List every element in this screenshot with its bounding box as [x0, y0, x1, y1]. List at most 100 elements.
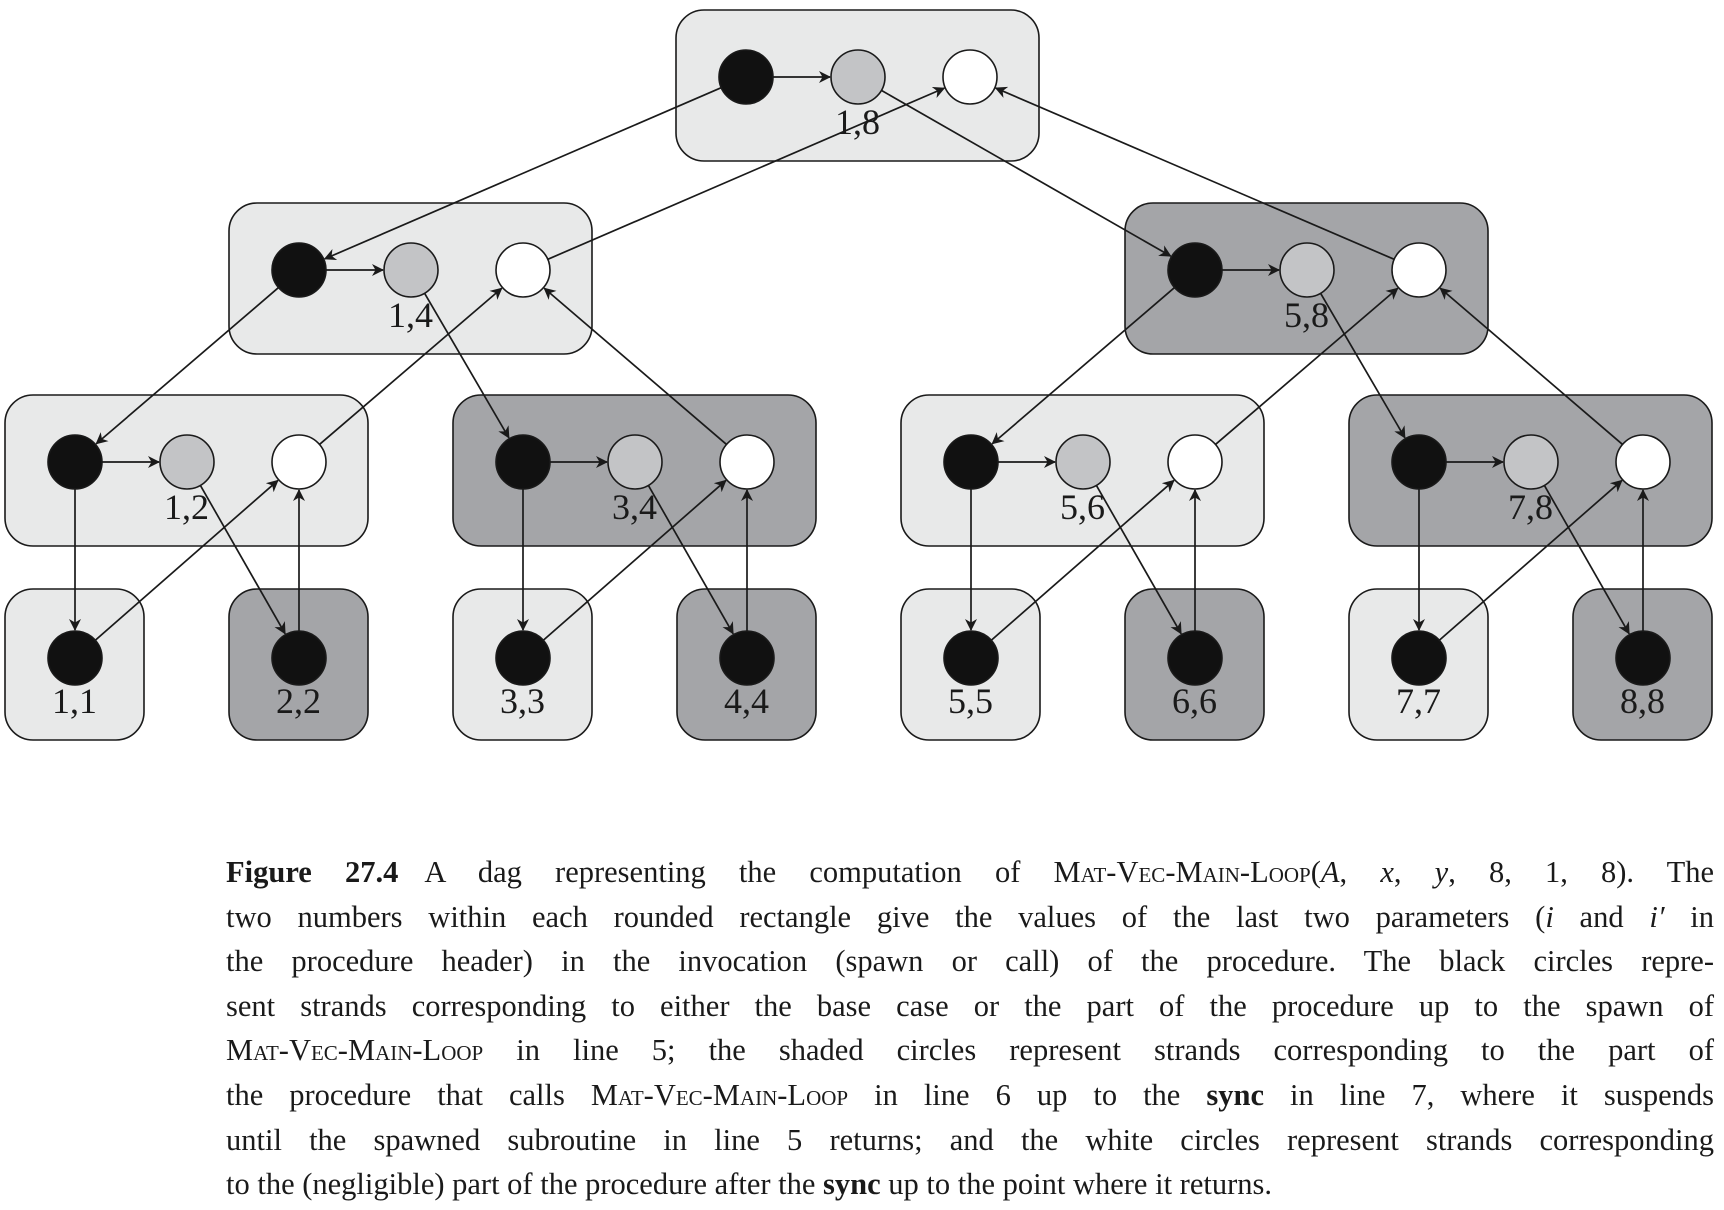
dag-edge: [1438, 479, 1623, 641]
caption-text: and: [1553, 899, 1650, 934]
call-strand-circle-1-8: [830, 49, 886, 105]
invocation-label: 1,8: [835, 102, 880, 142]
caption-text: the procedure that calls: [226, 1077, 591, 1112]
invocation-label: 8,8: [1620, 681, 1665, 721]
invocation-label: 2,2: [276, 681, 321, 721]
spawn-strand-circle-1-4: [271, 242, 327, 298]
spawn-strand-circle-5-5: [943, 630, 999, 686]
dag-edge: [647, 485, 734, 635]
figure-label: Figure 27.4: [226, 855, 399, 889]
caption-line: two numbers within each rounded rectangl…: [226, 895, 1714, 940]
dag-edge: [994, 86, 1395, 261]
param-y: y: [1434, 855, 1449, 889]
recursion-dag-diagram: 1,8 1,4 5,8 1,2 3,4 5,6 7,8 1,1 2,2 3,3 4,4 5,5 6,6 7…: [4, 9, 1713, 741]
invocation-label: 3,4: [612, 487, 657, 527]
sync-keyword: sync: [1206, 1077, 1264, 1112]
caption-line: until the spawned subroutine in line 5 r…: [226, 1122, 1714, 1157]
caption-text: ,: [1339, 855, 1381, 889]
invocation-label: 1,1: [52, 681, 97, 721]
caption-text: up to the point where it returns.: [880, 1167, 1272, 1202]
spawn-strand-circle-3-3: [495, 630, 551, 686]
caption-text: A dag representing the computation of: [424, 855, 1054, 889]
invocation-label: 7,8: [1508, 487, 1553, 527]
sync-keyword: sync: [823, 1167, 881, 1202]
figure-caption: Figure 27.4 A dag representing the comput…: [226, 850, 1714, 1207]
dag-edge: [94, 479, 279, 641]
procedure-name: Mat-Vec-Main-Loop: [590, 1077, 849, 1112]
spawn-strand-circle-5-6: [943, 434, 999, 490]
param-x: x: [1380, 855, 1394, 889]
spawn-strand-circle-1-8: [718, 49, 774, 105]
dag-edge: [318, 287, 503, 446]
return-strand-circle-1-4: [495, 242, 551, 298]
call-strand-circle-3-4: [607, 434, 663, 490]
dag-edges: [69, 71, 1649, 641]
caption-line: Mat-Vec-Main-Loop in line 5; the shaded …: [226, 1028, 1714, 1073]
invocation-label: 4,4: [724, 681, 769, 721]
return-strand-circle-5-8: [1391, 242, 1447, 298]
dag-edge: [1095, 485, 1182, 635]
dag-edge: [542, 479, 727, 641]
caption-text: , 8, 1, 8). The: [1448, 855, 1715, 889]
caption-text: two numbers within each rounded rectangl…: [226, 899, 1546, 934]
call-strand-circle-7-8: [1503, 434, 1559, 490]
spawn-strand-circle-7-8: [1391, 434, 1447, 490]
return-strand-circle-1-8: [942, 49, 998, 105]
spawn-strand-circle-6-6: [1167, 630, 1223, 686]
invocation-label: 1,2: [164, 487, 209, 527]
invocation-label: 7,7: [1396, 681, 1441, 721]
call-strand-circle-1-4: [383, 242, 439, 298]
invocation-label: 5,5: [948, 681, 993, 721]
box-labels: 1,8 1,4 5,8 1,2 3,4 5,6 7,8 1,1 2,2 3,3 4,4 5,5 6,6 7…: [52, 102, 1665, 721]
invocation-label: 1,4: [388, 295, 433, 335]
invocation-boxes: [4, 9, 1713, 741]
procedure-name: Mat-Vec-Main-Loop: [226, 1033, 484, 1068]
caption-text: in line 6 up to the: [848, 1077, 1207, 1112]
return-strand-circle-3-4: [719, 434, 775, 490]
caption-text: to the (negligible) part of the procedur…: [226, 1167, 824, 1202]
param-i-prime: i′: [1649, 899, 1665, 934]
strand-circles: [47, 49, 1671, 686]
call-strand-circle-5-8: [1279, 242, 1335, 298]
caption-line: the procedure header) in the invocation …: [226, 944, 1714, 979]
caption-text: (: [1310, 855, 1321, 889]
invocation-label: 5,8: [1284, 295, 1329, 335]
spawn-strand-circle-8-8: [1615, 630, 1671, 686]
dag-edge: [543, 287, 728, 446]
dag-edge: [1439, 287, 1624, 446]
caption-line: Figure 27.4 A dag representing the comput…: [226, 850, 1714, 895]
spawn-strand-circle-5-8: [1167, 242, 1223, 298]
dag-edge: [323, 86, 722, 261]
dag-edge: [1319, 292, 1406, 439]
dag-edge: [881, 89, 1172, 257]
invocation-label: 5,6: [1060, 487, 1105, 527]
caption-text: in line 7, where it suspends: [1263, 1077, 1714, 1112]
dag-edge: [991, 286, 1176, 445]
caption-text: in line 5; the shaded circles represent …: [483, 1033, 1714, 1068]
invocation-label: 3,3: [500, 681, 545, 721]
spawn-strand-circle-1-2: [47, 434, 103, 490]
param-i: i: [1545, 899, 1554, 934]
dag-edge: [1214, 287, 1399, 446]
return-strand-circle-1-2: [271, 434, 327, 490]
dag-edge: [547, 86, 946, 261]
dag-edge: [990, 479, 1175, 641]
invocation-label: 6,6: [1172, 681, 1217, 721]
dag-edge: [423, 292, 510, 439]
return-strand-circle-7-8: [1615, 434, 1671, 490]
param-a: A: [1320, 855, 1340, 889]
spawn-strand-circle-2-2: [271, 630, 327, 686]
spawn-strand-circle-7-7: [1391, 630, 1447, 686]
dag-edge: [1543, 485, 1630, 635]
dag-edge: [199, 485, 286, 635]
caption-text: in: [1664, 899, 1714, 934]
call-strand-circle-5-6: [1055, 434, 1111, 490]
caption-line: to the (negligible) part of the procedur…: [226, 1162, 1714, 1207]
caption-text: ,: [1393, 855, 1435, 889]
dag-edge: [95, 286, 280, 445]
caption-line: sent strands corresponding to either the…: [226, 988, 1714, 1023]
spawn-strand-circle-3-4: [495, 434, 551, 490]
spawn-strand-circle-4-4: [719, 630, 775, 686]
caption-line: the procedure that calls Mat-Vec-Main-Lo…: [226, 1073, 1714, 1118]
return-strand-circle-5-6: [1167, 434, 1223, 490]
